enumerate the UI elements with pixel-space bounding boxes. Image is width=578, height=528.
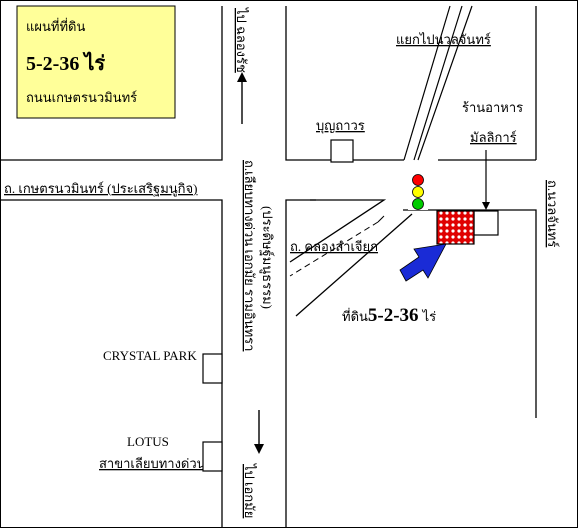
road-edge-top-left	[0, 6, 223, 161]
crystal-park-label: CRYSTAL PARK	[103, 348, 197, 363]
restaurant-building	[473, 210, 499, 236]
bunthavorn-building	[330, 139, 354, 163]
lotus-label-2: สาขาเลียบทางด่วน	[99, 456, 206, 471]
road-network	[0, 6, 537, 528]
junction-label: แยกไปนวลจันทร์	[396, 32, 491, 47]
land-parcel	[436, 210, 475, 245]
main-road-label: ถ. เกษตรนวมินทร์ (ประเสริฐมนูกิจ)	[4, 181, 197, 197]
vertical-road-label-alt: (ประดิษฐ์มนูธรรม)	[259, 206, 275, 309]
traffic-light-icon	[408, 172, 428, 210]
bunthavorn-label: บุญถาวร	[316, 118, 365, 134]
arrow-down-icon	[254, 410, 264, 454]
road-edge-right-bottom	[403, 209, 537, 418]
site-label-prefix: ที่ดิน	[342, 308, 368, 324]
title-line-2: 5-2-36 ไร่	[26, 51, 105, 75]
junction-road	[403, 5, 473, 161]
restaurant-label-2: มัลลิการ์	[470, 130, 517, 145]
canal-road-label: ถ. คลองลำเจียก	[290, 239, 378, 254]
canal-road-lower-edge	[295, 213, 413, 317]
arrow-up-icon	[237, 72, 247, 124]
lotus-label-1: LOTUS	[127, 434, 169, 449]
canal-tick	[377, 215, 385, 223]
site-label-size: 5-2-36	[368, 305, 419, 326]
crystal-park-building	[202, 353, 223, 384]
title-line-3: ถนนเกษตรนวมินทร์	[26, 90, 137, 105]
lotus-building	[202, 441, 223, 472]
bottom-arrow-label: ไป เอกมัย	[242, 463, 257, 518]
right-road-label: ถ.นวลจันทร์	[545, 180, 560, 247]
restaurant-label-1: ร้านอาหาร	[462, 100, 523, 115]
restaurant-pointer-arrow	[482, 150, 490, 210]
road-edge-bottom-center	[285, 199, 316, 528]
title-line-1: แผนที่ที่ดิน	[26, 18, 85, 34]
canal-dashed-line	[289, 221, 379, 277]
road-edge-top-center	[285, 6, 404, 161]
site-label-unit: ไร่	[422, 309, 437, 324]
top-arrow-label: ไป ฉลองรัช	[234, 7, 249, 73]
canal-road-upper-edge	[289, 199, 387, 263]
vertical-road-label: ถ.เลียบทางด่วน เอกมัย รามอินทรา	[242, 160, 257, 351]
title-box: แผนที่ที่ดิน 5-2-36 ไร่ ถนนเกษตรนวมินทร์	[16, 5, 176, 119]
road-edge-bottom-left	[0, 199, 223, 528]
site-pointer-arrow-icon	[399, 243, 447, 282]
